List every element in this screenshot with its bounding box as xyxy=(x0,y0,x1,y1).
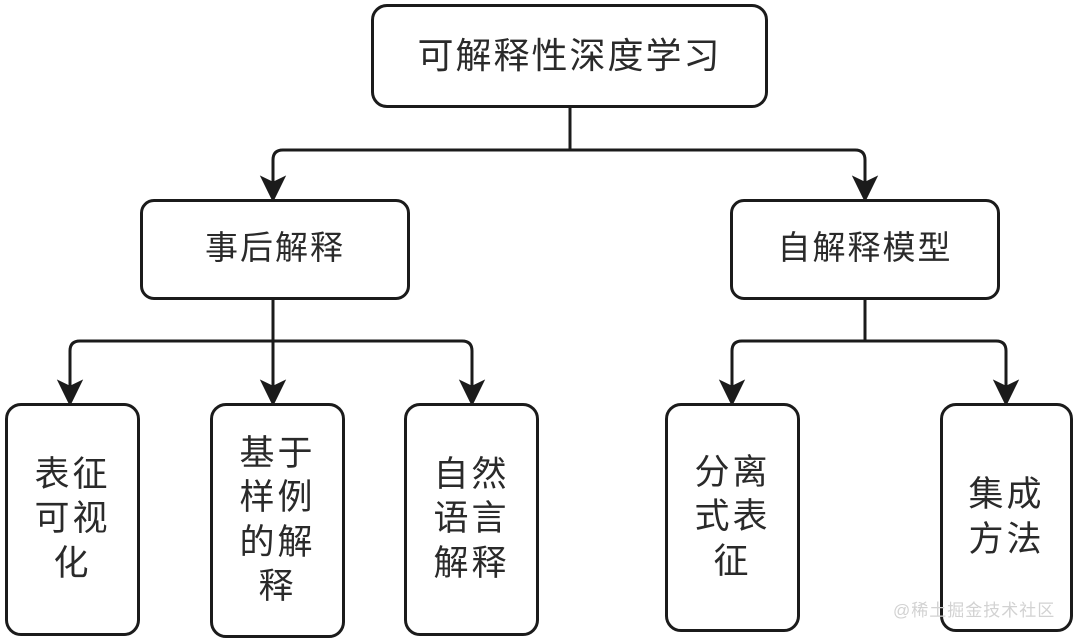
node-example-based-explanation-label: 基于 样例 的解 释 xyxy=(239,434,316,606)
node-disentangled-representation-label: 分离 式表 征 xyxy=(694,453,771,581)
node-ensemble-method[interactable]: 集成 方法 xyxy=(940,403,1073,632)
edge-selfexp-to-disent xyxy=(718,300,867,407)
node-natural-language-explanation[interactable]: 自然 语言 解释 xyxy=(404,403,539,636)
edge-selfexp-to-ensemble xyxy=(863,300,1020,407)
node-natural-language-explanation-label: 自然 语言 解释 xyxy=(433,455,510,583)
node-root-label: 可解释性深度学习 xyxy=(417,35,722,76)
edge-root-to-selfexp xyxy=(568,108,879,203)
node-self-explaining-model-label: 自解释模型 xyxy=(777,231,953,268)
node-self-explaining-model[interactable]: 自解释模型 xyxy=(730,199,1000,300)
watermark: @稀土掘金技术社区 xyxy=(893,601,1056,620)
node-root[interactable]: 可解释性深度学习 xyxy=(371,4,768,108)
edge-root-to-posthoc xyxy=(259,108,572,203)
node-disentangled-representation[interactable]: 分离 式表 征 xyxy=(665,403,800,632)
node-example-based-explanation[interactable]: 基于 样例 的解 释 xyxy=(210,403,345,638)
node-ensemble-method-label: 集成 方法 xyxy=(968,475,1045,559)
node-post-hoc-explanation-label: 事后解释 xyxy=(205,231,345,268)
node-post-hoc-explanation[interactable]: 事后解释 xyxy=(140,199,410,300)
node-representation-visualization-label: 表征 可视 化 xyxy=(34,455,111,583)
node-representation-visualization[interactable]: 表征 可视 化 xyxy=(5,403,140,636)
edge-posthoc-to-nlexp xyxy=(271,300,486,407)
edge-posthoc-to-viz xyxy=(56,300,275,407)
